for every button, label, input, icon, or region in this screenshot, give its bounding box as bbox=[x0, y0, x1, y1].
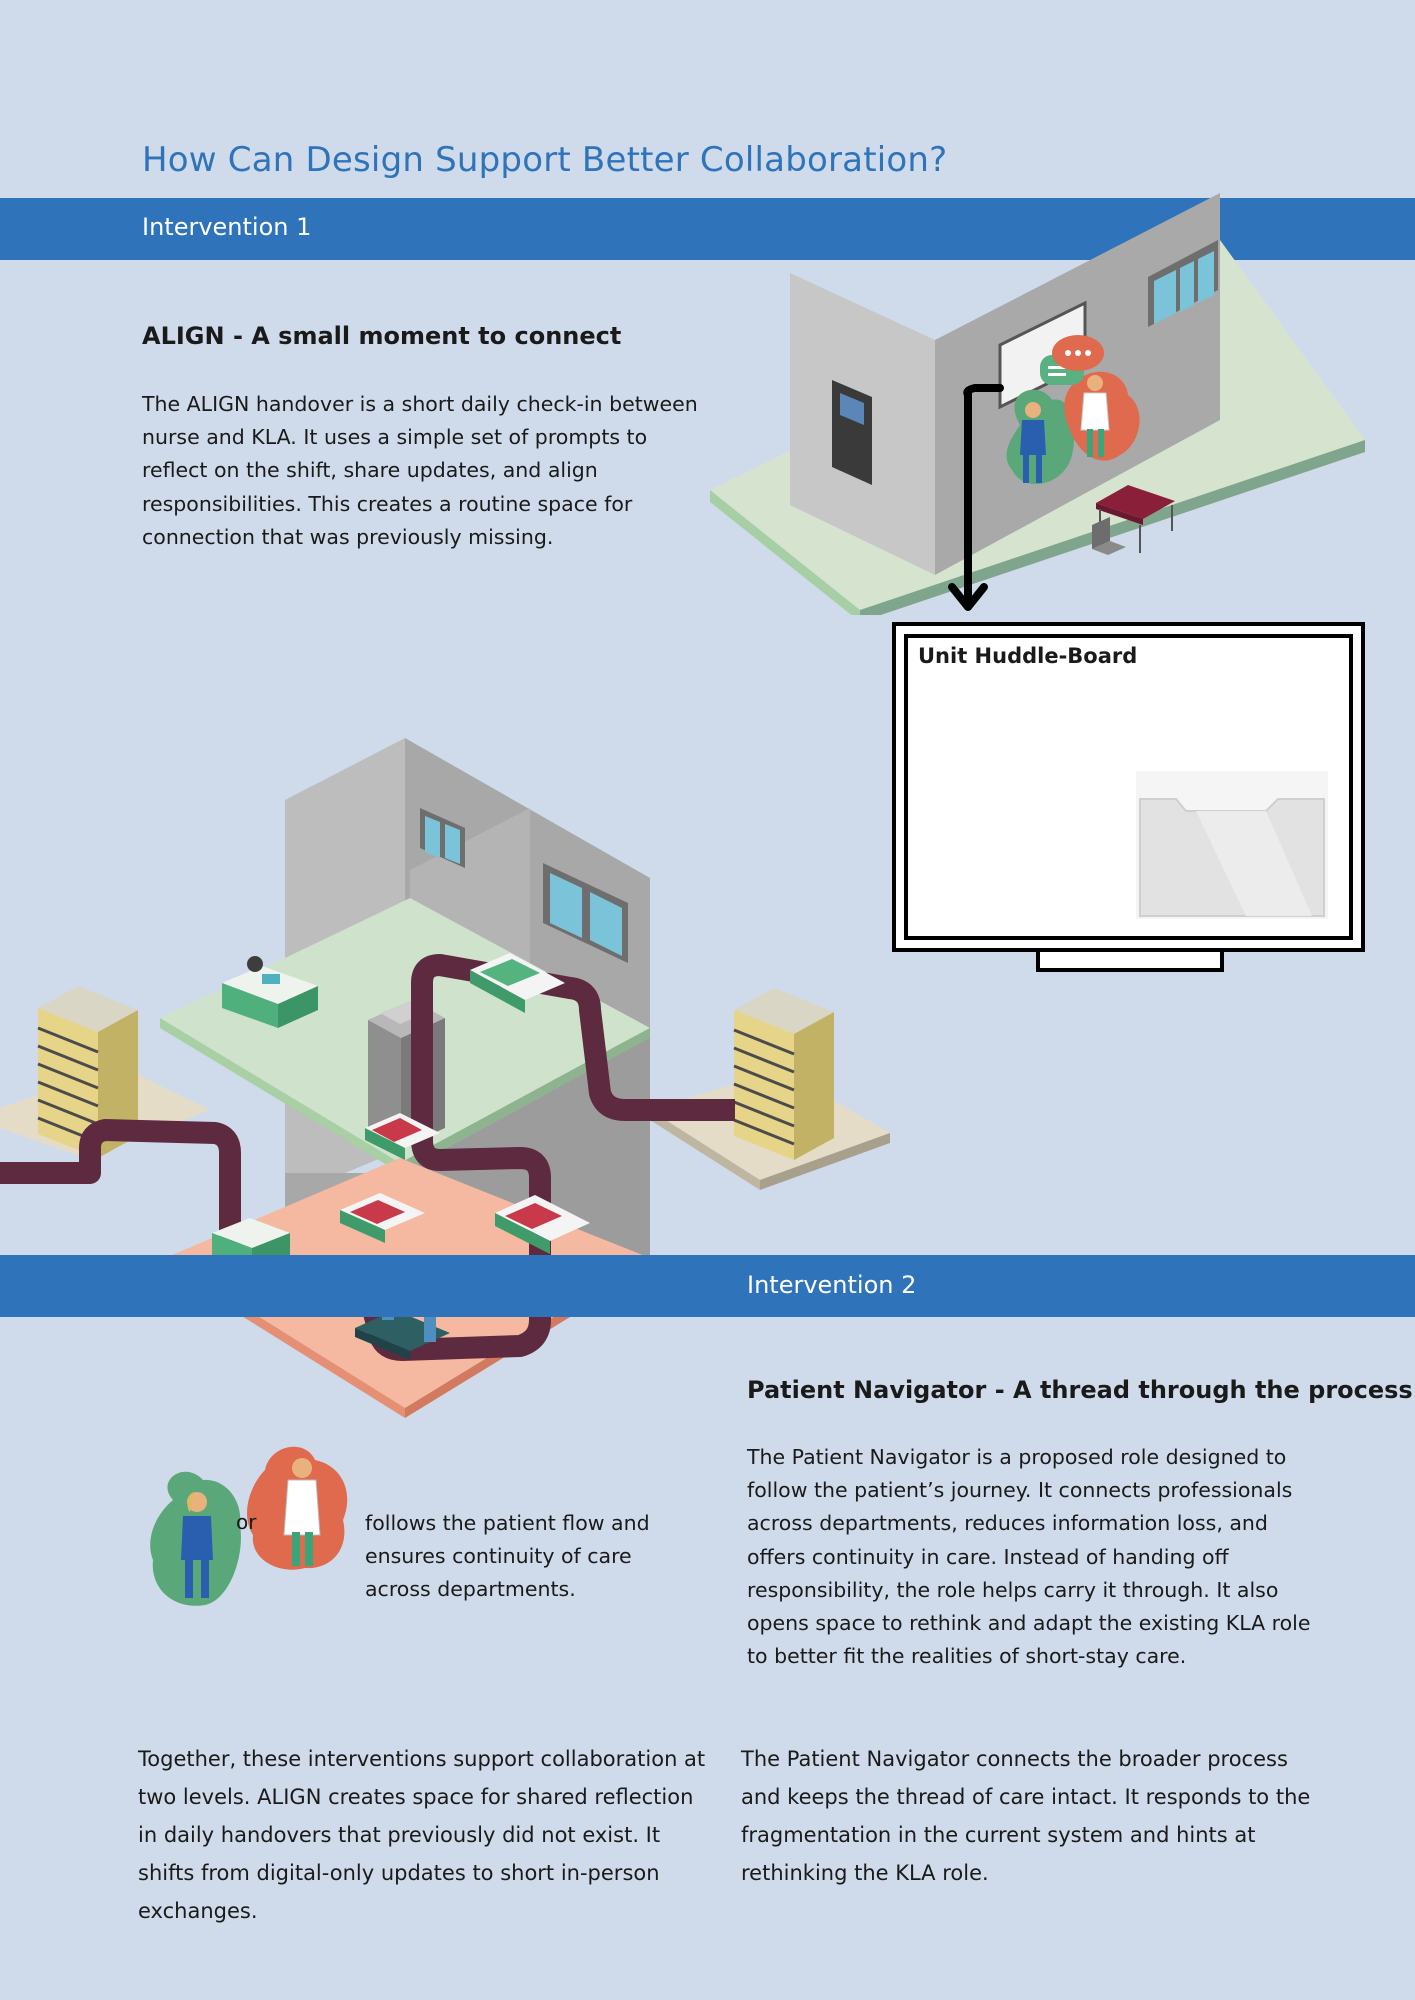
document-tray-icon bbox=[1136, 771, 1328, 919]
doctor-figure-icon bbox=[246, 1446, 348, 1570]
intervention-2-paragraph: The Patient Navigator is a proposed role… bbox=[747, 1445, 1311, 1669]
align-room-illustration bbox=[710, 193, 1365, 615]
legend-caption: follows the patient flow and ensures con… bbox=[365, 1511, 650, 1601]
chair-icon bbox=[1092, 517, 1126, 555]
doctor-figure-icon bbox=[1080, 375, 1110, 457]
board-stand bbox=[1036, 952, 1224, 972]
intervention-1-label: Intervention 1 bbox=[142, 213, 312, 241]
navigator-legend-figures bbox=[150, 1446, 348, 1606]
huddle-board-label: Unit Huddle-Board bbox=[918, 644, 1138, 668]
patient-thread-icon bbox=[0, 954, 735, 1361]
unit-huddle-board: Unit Huddle-Board bbox=[892, 622, 1365, 972]
intervention-2-label: Intervention 2 bbox=[747, 1271, 917, 1299]
nurse-figure-icon bbox=[1020, 402, 1046, 483]
hospital-bed-icon bbox=[340, 1193, 425, 1243]
desk-icon bbox=[1096, 485, 1175, 553]
window-icon bbox=[1148, 240, 1218, 327]
window-icon bbox=[420, 808, 628, 963]
hospital-bed-icon bbox=[470, 953, 565, 1013]
nurse-figure-icon bbox=[150, 1471, 241, 1606]
intervention-1-heading: ALIGN - A small moment to connect bbox=[142, 322, 622, 350]
legend-or-label: or bbox=[236, 1510, 257, 1534]
reception-desk-icon bbox=[222, 956, 318, 1028]
footer-left-paragraph: Together, these interventions support co… bbox=[138, 1747, 706, 1923]
hospital-bed-icon bbox=[495, 1195, 590, 1254]
intervention-1-paragraph: The ALIGN handover is a short daily chec… bbox=[142, 392, 698, 549]
door-icon bbox=[832, 380, 872, 485]
speech-bubble-icon bbox=[1040, 335, 1104, 385]
footer-right-paragraph: The Patient Navigator connects the broad… bbox=[741, 1747, 1311, 1885]
building-icon bbox=[733, 988, 834, 1160]
hospital-bed-icon bbox=[365, 1113, 440, 1160]
intervention-2-heading: Patient Navigator - A thread through the… bbox=[747, 1376, 1413, 1404]
intervention-2-band: Intervention 2 bbox=[0, 1255, 1415, 1317]
page-title: How Can Design Support Better Collaborat… bbox=[142, 140, 948, 180]
